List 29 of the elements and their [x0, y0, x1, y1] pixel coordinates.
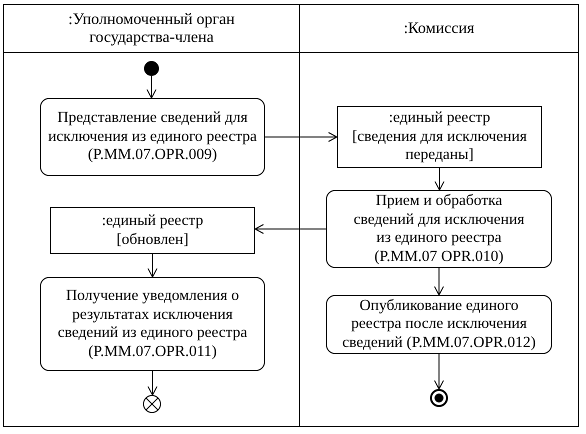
final-node: [430, 389, 448, 407]
lane-title: :Комиссия: [404, 20, 474, 38]
initial-node: [144, 61, 159, 76]
object-name: :единый реестр: [388, 109, 490, 128]
action-label: Прием и обработка сведений для исключения из единого реестра (P.MM.07 OPR.010): [352, 192, 526, 266]
flow-arrow: [434, 268, 444, 296]
action-label: Получение уведомления о результатах исключения сведений из единого реестра (P.MM.07.OPR.011): [56, 287, 248, 361]
flow-arrow: [146, 76, 156, 98]
action-box: [40, 277, 265, 371]
swimlane: [3, 4, 300, 427]
flow-arrow: [434, 168, 444, 190]
flow-arrow: [148, 370, 158, 396]
flow-arrow: [148, 254, 158, 278]
flow-arrow: [254, 224, 326, 234]
object-name: :единый реестр: [102, 212, 204, 230]
flow-arrow: [264, 132, 338, 142]
flow-arrow: [434, 354, 444, 390]
lane-title: :Уполномоченный орган государства-члена: [67, 10, 236, 46]
action-box: [326, 295, 552, 354]
action-box: [40, 98, 265, 176]
action-label: Опубликование единого реестра после исключения сведений (P.MM.07.OPR.012): [341, 296, 537, 352]
object-box: [50, 207, 255, 254]
action-box: [326, 190, 552, 268]
swimlane: [299, 4, 579, 427]
action-label: Представление сведений для исключения из единого реестра (P.MM.07.OPR.009): [47, 109, 258, 165]
object-state: [обновлен]: [116, 230, 189, 249]
object-state: [сведения для исключения переданы]: [351, 128, 528, 165]
object-box: [337, 106, 542, 168]
flow-final-node: [143, 395, 161, 413]
